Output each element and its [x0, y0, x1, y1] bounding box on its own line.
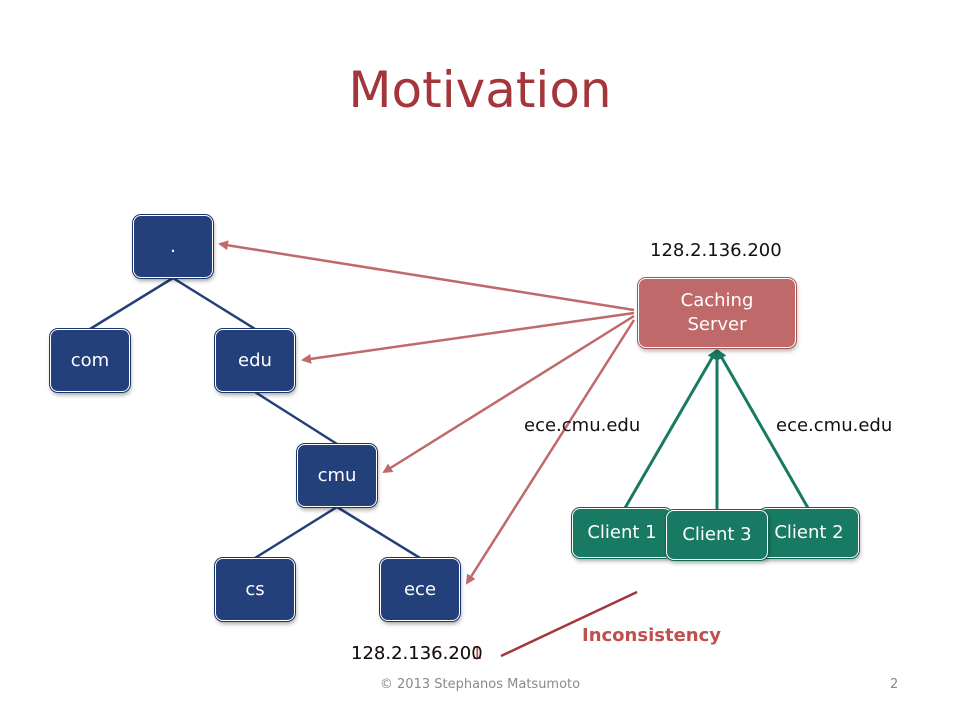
client1-node[interactable]: Client 1	[572, 508, 672, 558]
dns-node-cmu[interactable]: cmu	[297, 444, 377, 507]
tree-edge-root-com	[89, 276, 174, 331]
dns-node-edu[interactable]: edu	[215, 329, 295, 392]
query-arrow-ece	[465, 319, 636, 585]
caching-server-node[interactable]: Caching Server	[638, 278, 796, 348]
slide-title: Motivation	[348, 61, 612, 119]
client2-node[interactable]: Client 2	[759, 508, 859, 558]
query-arrow-cmu	[382, 314, 635, 474]
client3-node[interactable]: Client 3	[666, 510, 768, 560]
dns-node-com[interactable]: com	[50, 329, 130, 392]
dns-node-cmu-label: cmu	[317, 464, 357, 486]
client1-arrow	[623, 349, 718, 509]
query-arrow-root	[218, 240, 635, 312]
dns-node-cs-label: cs	[245, 578, 265, 600]
dns-node-ece-label: ece	[403, 578, 437, 600]
inconsistency-label: Inconsistency	[582, 625, 721, 646]
footer-copyright: © 2013 Stephanos Matsumoto	[379, 677, 581, 692]
tree-edge-cmu-ece	[336, 505, 421, 560]
dns-node-ece[interactable]: ece	[380, 558, 460, 621]
tree-edge-edu-cmu	[254, 390, 338, 446]
dns-node-com-label: com	[70, 349, 110, 371]
ece-ip-stack: 128.2.136.201 128.2.136.200	[351, 642, 491, 666]
dns-node-edu-label: edu	[238, 349, 272, 371]
page-number: 2	[890, 677, 899, 692]
tree-edge-cmu-cs	[254, 505, 338, 560]
caching-server-ip: 128.2.136.200	[650, 240, 782, 261]
inconsistency-line	[500, 590, 638, 658]
tree-edge-root-edu	[172, 276, 256, 331]
ece-ip-new: 128.2.136.201	[351, 643, 483, 664]
dns-node-root[interactable]: .	[133, 215, 213, 278]
query-label-right: ece.cmu.edu	[776, 415, 893, 436]
query-arrow-edu	[301, 311, 635, 364]
dns-node-cs[interactable]: cs	[215, 558, 295, 621]
client1-label: Client 1	[587, 522, 657, 543]
client2-label: Client 2	[774, 522, 844, 543]
client3-label: Client 3	[682, 524, 752, 545]
client2-arrow	[716, 349, 810, 509]
query-label-left: ece.cmu.edu	[524, 415, 641, 436]
caching-server-label: Caching Server	[680, 290, 754, 335]
ece-ip-old: 128.2.136.200	[351, 643, 483, 664]
dns-node-root-label: .	[170, 235, 176, 257]
